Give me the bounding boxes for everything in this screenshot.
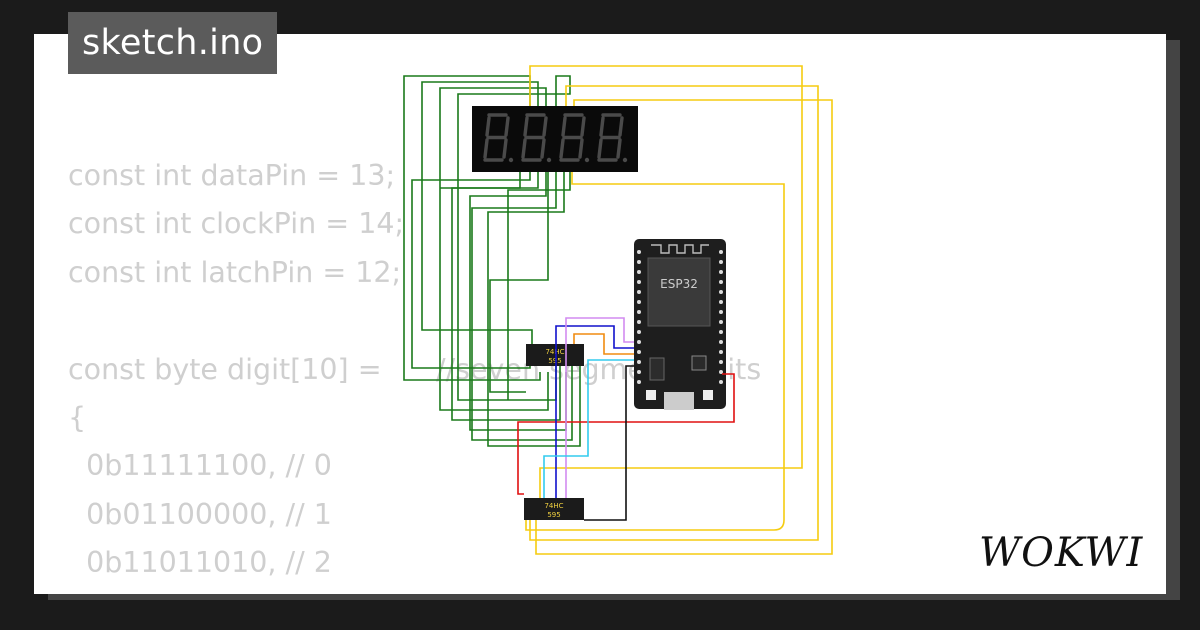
svg-text:74HC: 74HC [544, 502, 563, 510]
shift-register-upper[interactable]: 74HC 595 [526, 344, 584, 366]
sketch-filename-tab[interactable]: sketch.ino [68, 12, 278, 74]
shift-register-lower[interactable]: 74HC 595 [524, 498, 584, 520]
wire-cyan [543, 359, 634, 498]
svg-text:595: 595 [548, 357, 561, 365]
code-line: 0b11011010, // 2 [68, 546, 332, 580]
wokwi-logo: WOKWI [979, 530, 1143, 576]
display-digits: 8888 [0, 0, 3, 1]
code-line: 0b11111100, // 0 [68, 449, 332, 483]
wire-violet [565, 317, 634, 498]
code-line: const int latchPin = 12; [68, 255, 402, 289]
esp32-label: ESP32 [660, 277, 698, 291]
seven-segment-display[interactable]: 8888 [0, 0, 638, 172]
code-line: { [68, 401, 87, 435]
wire-black [584, 365, 634, 521]
code-line: const int clockPin = 14; [68, 207, 405, 241]
esp32-board[interactable]: ESP32 [634, 239, 726, 410]
wires-green [403, 75, 581, 447]
wokwi-logo-text: WOKWI [979, 530, 1143, 576]
code-line: const int dataPin = 13; [68, 159, 396, 192]
wires-yellow [525, 65, 833, 555]
wire-blue [555, 325, 634, 498]
svg-text:595: 595 [547, 511, 560, 519]
wire-orange [573, 333, 634, 355]
code-line: 0b01100000, // 1 [68, 497, 332, 531]
svg-text:74HC: 74HC [545, 348, 564, 356]
